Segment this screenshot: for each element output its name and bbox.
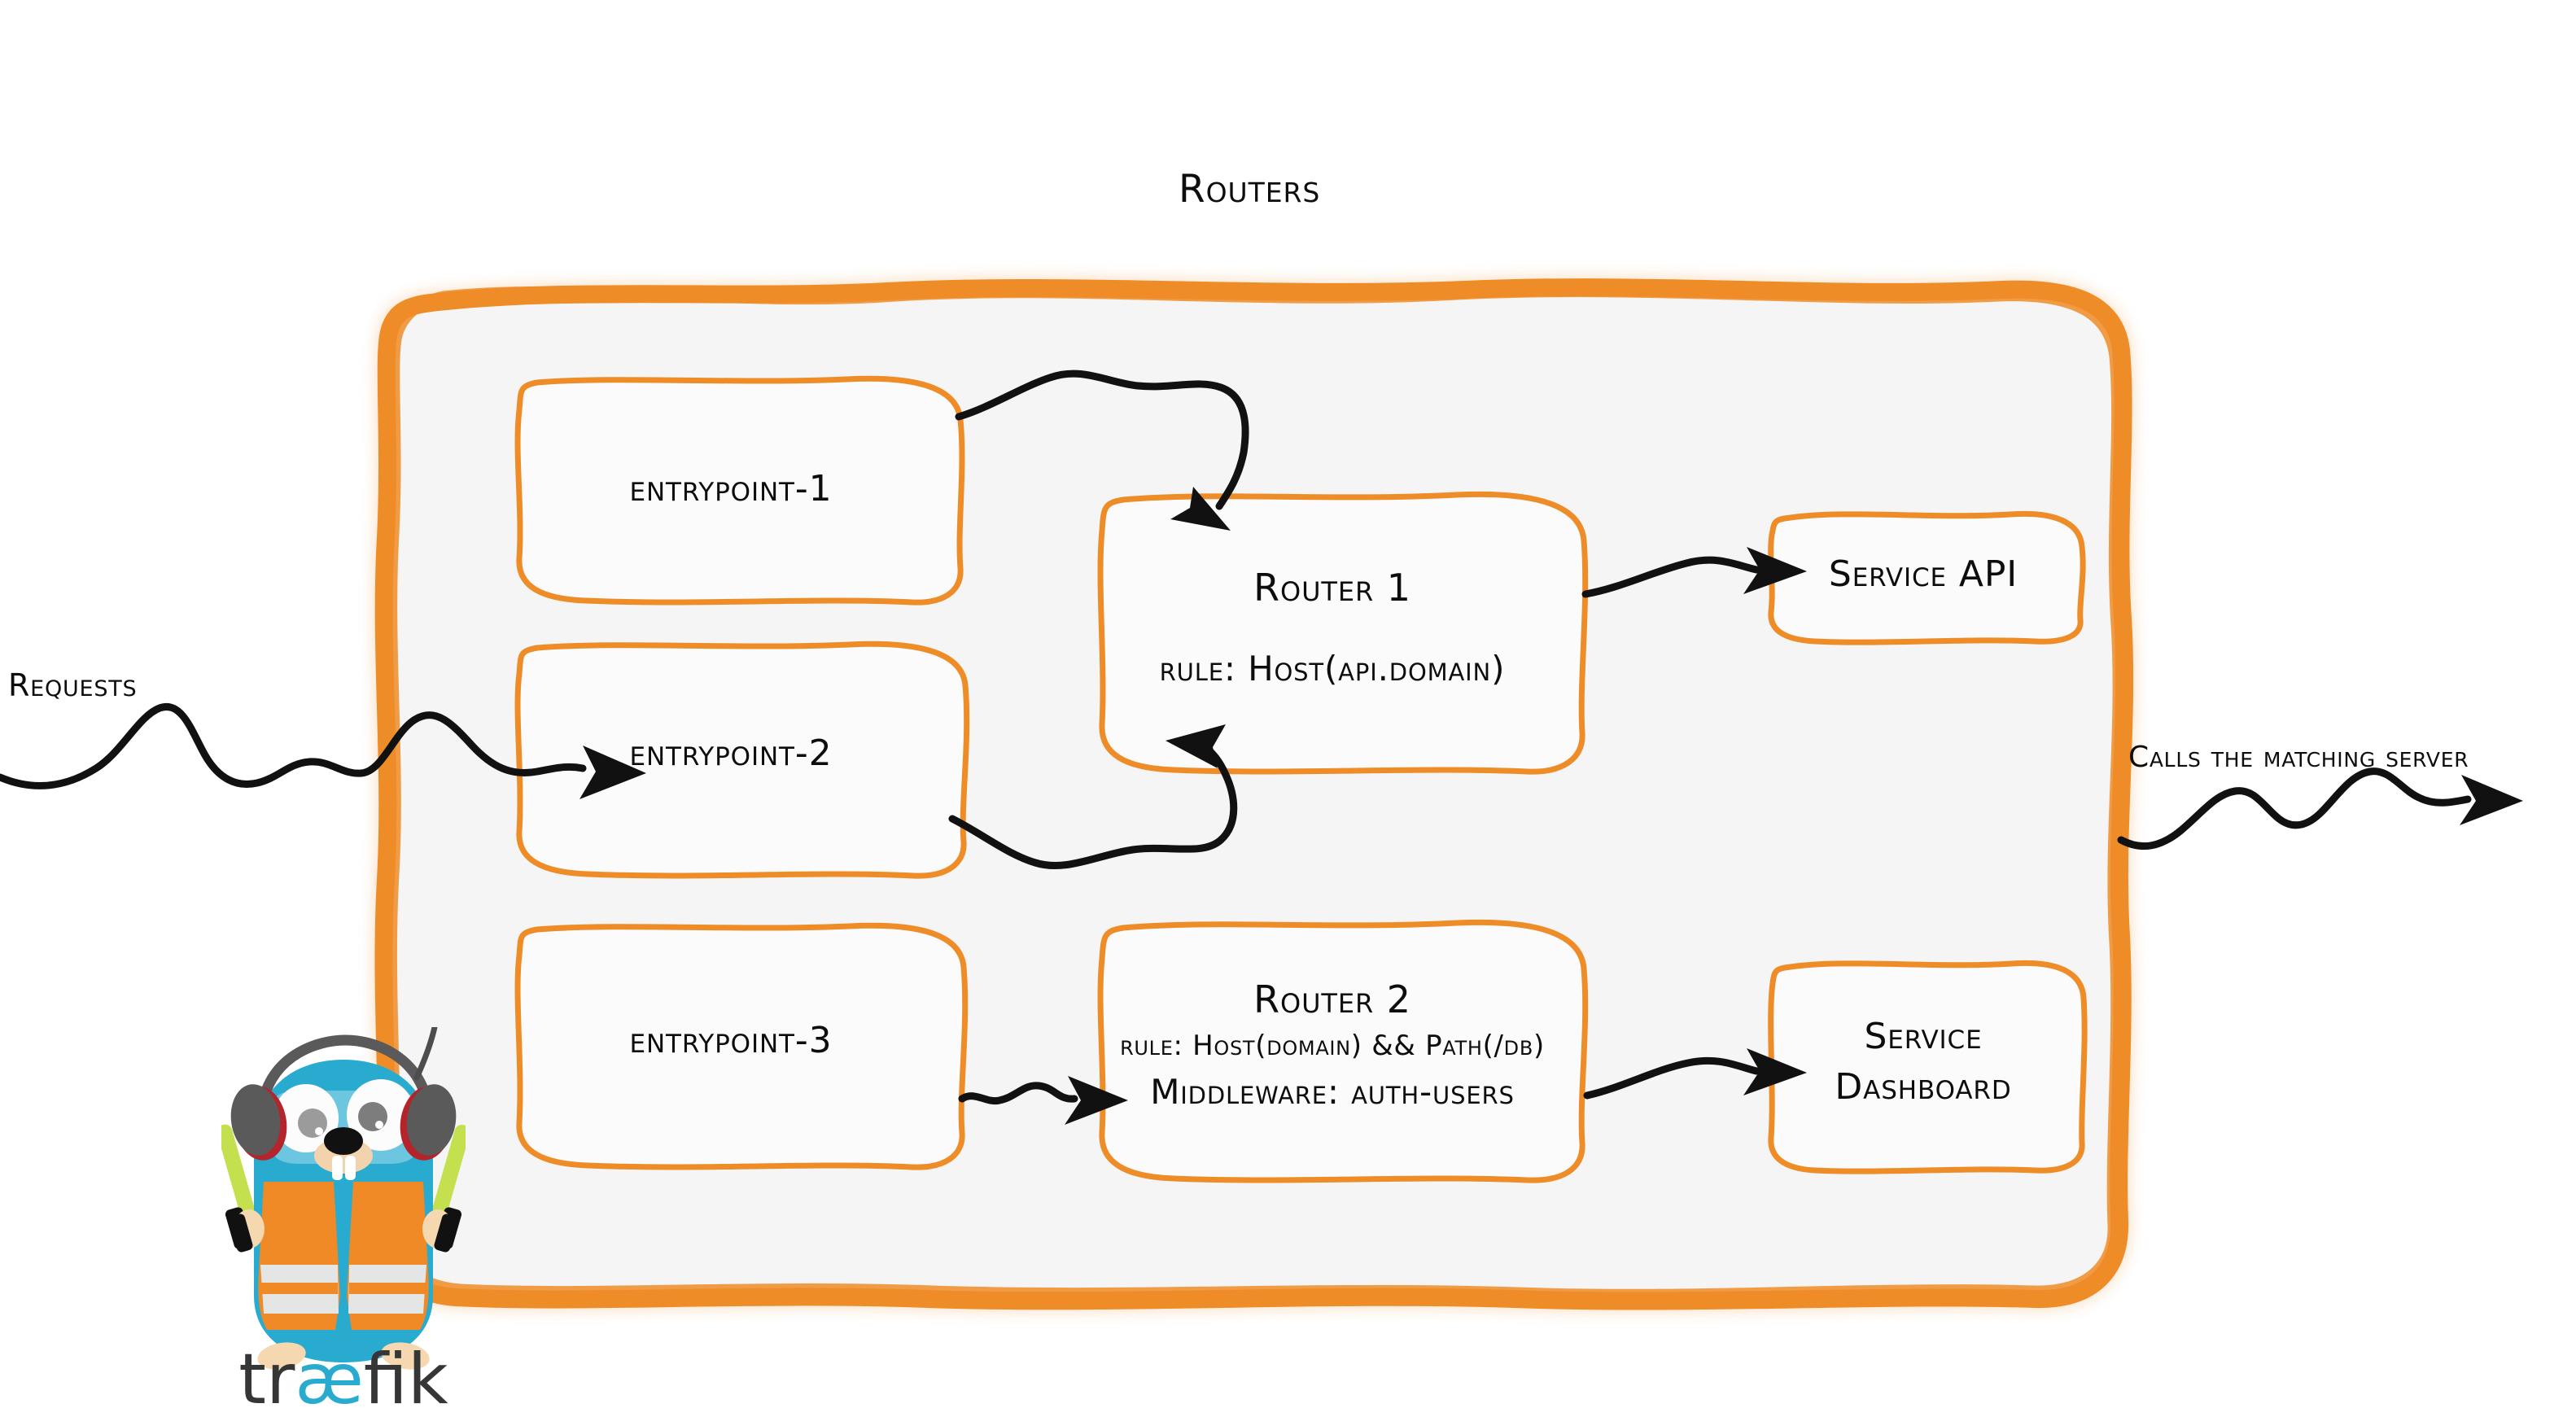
entrypoint-3-node[interactable]: entrypoint-3 xyxy=(511,934,951,1146)
vest-stripe-accent-right xyxy=(349,1283,426,1294)
headphone-cup-left-icon xyxy=(230,1084,287,1161)
gopher-eye-glint-right xyxy=(375,1121,383,1129)
service-dashboard-node[interactable]: Service Dashboard xyxy=(1773,969,2074,1156)
router-2-node[interactable]: Router 2 rule: Host(domain) && Path(/db)… xyxy=(1100,934,1564,1154)
entrypoint-2-node[interactable]: entrypoint-2 xyxy=(511,651,951,855)
router-1-title: Router 1 xyxy=(1253,565,1411,610)
gopher-foot-right xyxy=(381,1342,430,1370)
gopher-pupil-left xyxy=(298,1108,327,1138)
entrypoint-3-label: entrypoint-3 xyxy=(629,1019,833,1061)
service-dashboard-label-line1: Service xyxy=(1864,1015,1983,1057)
page-title: Routers xyxy=(1179,167,1321,212)
gopher-tooth-left xyxy=(332,1156,343,1180)
router-1-rule: rule: Host(api.domain) xyxy=(1159,648,1506,689)
wordmark-suffix: fik xyxy=(364,1339,448,1408)
vest-stripe-accent-left xyxy=(261,1283,338,1294)
entrypoint-1-label: entrypoint-1 xyxy=(629,467,833,509)
router-1-node[interactable]: Router 1 rule: Host(api.domain) xyxy=(1100,505,1564,749)
router-2-middleware: Middleware: auth-users xyxy=(1150,1071,1515,1112)
gopher-nose xyxy=(324,1127,363,1155)
wordmark-prefix: tr xyxy=(238,1339,295,1408)
router-2-rule: rule: Host(domain) && Path(/db) xyxy=(1120,1029,1545,1062)
entrypoint-2-label: entrypoint-2 xyxy=(629,732,833,774)
calls-matching-server-label: Calls the matching server xyxy=(2128,741,2469,774)
wordmark-ligature: æ xyxy=(295,1339,363,1408)
traefik-logo-svg: træfik xyxy=(221,1027,466,1408)
gopher-foot-left xyxy=(257,1342,306,1370)
gopher-tooth-right xyxy=(345,1156,356,1180)
service-api-node[interactable]: Service API xyxy=(1773,521,2074,627)
traefik-logo: træfik xyxy=(221,1027,466,1408)
gopher-pupil-right xyxy=(358,1102,387,1131)
service-dashboard-label-line2: Dashboard xyxy=(1835,1066,2012,1108)
gopher-eye-glint-left xyxy=(315,1127,323,1135)
service-api-label: Service API xyxy=(1828,553,2018,595)
entrypoint-1-node[interactable]: entrypoint-1 xyxy=(511,391,951,586)
router-2-title: Router 2 xyxy=(1253,977,1411,1021)
headphone-wire-icon xyxy=(413,1027,438,1081)
requests-label: Requests xyxy=(8,667,138,703)
traefik-wordmark: træfik xyxy=(238,1339,448,1408)
